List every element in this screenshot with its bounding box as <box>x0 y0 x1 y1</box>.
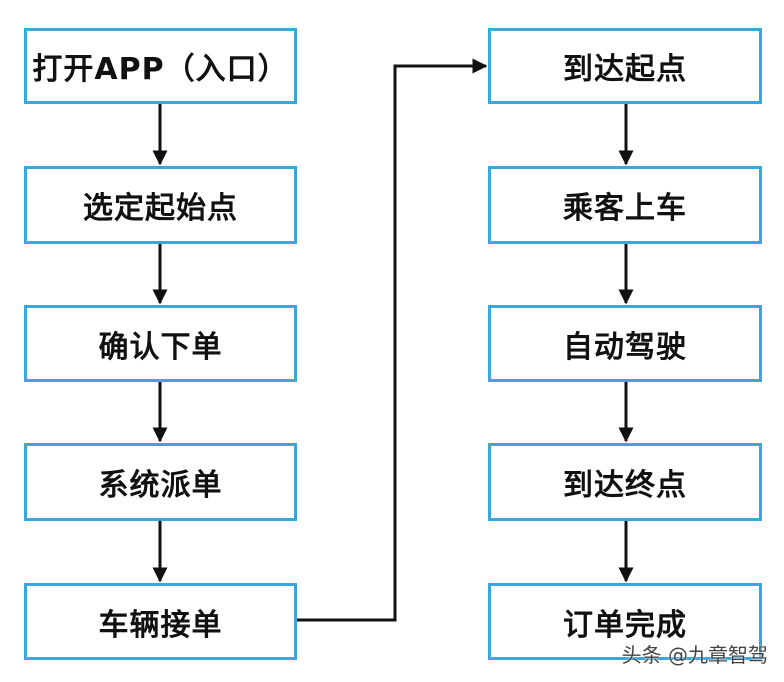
step-label: 订单完成 <box>563 607 687 643</box>
step-system-dispatch: 系统派单 <box>24 443 297 521</box>
step-arrive-start: 到达起点 <box>488 28 762 104</box>
arrow-vehicle-accept-to-arrive-start <box>297 58 488 622</box>
step-label: 选定起始点 <box>83 191 238 226</box>
step-label: 到达起点 <box>563 52 687 87</box>
step-autonomous-driving: 自动驾驶 <box>488 305 762 382</box>
step-order-complete: 订单完成 <box>488 583 762 660</box>
step-select-points: 选定起始点 <box>24 166 297 244</box>
step-label: 系统派单 <box>98 468 223 503</box>
step-label: 打开APP（入口） <box>32 52 289 87</box>
step-open-app: 打开APP（入口） <box>24 28 297 104</box>
step-confirm-order: 确认下单 <box>24 305 297 382</box>
step-label: 乘客上车 <box>563 191 687 226</box>
step-label: 到达终点 <box>563 468 687 503</box>
step-label: 自动驾驶 <box>563 329 687 365</box>
step-label: 确认下单 <box>98 329 223 365</box>
step-label: 车辆接单 <box>98 607 223 643</box>
step-arrive-destination: 到达终点 <box>488 443 762 521</box>
step-vehicle-accept: 车辆接单 <box>24 583 297 660</box>
watermark: 头条 @九章智驾 <box>621 643 768 667</box>
step-passenger-board: 乘客上车 <box>488 166 762 244</box>
